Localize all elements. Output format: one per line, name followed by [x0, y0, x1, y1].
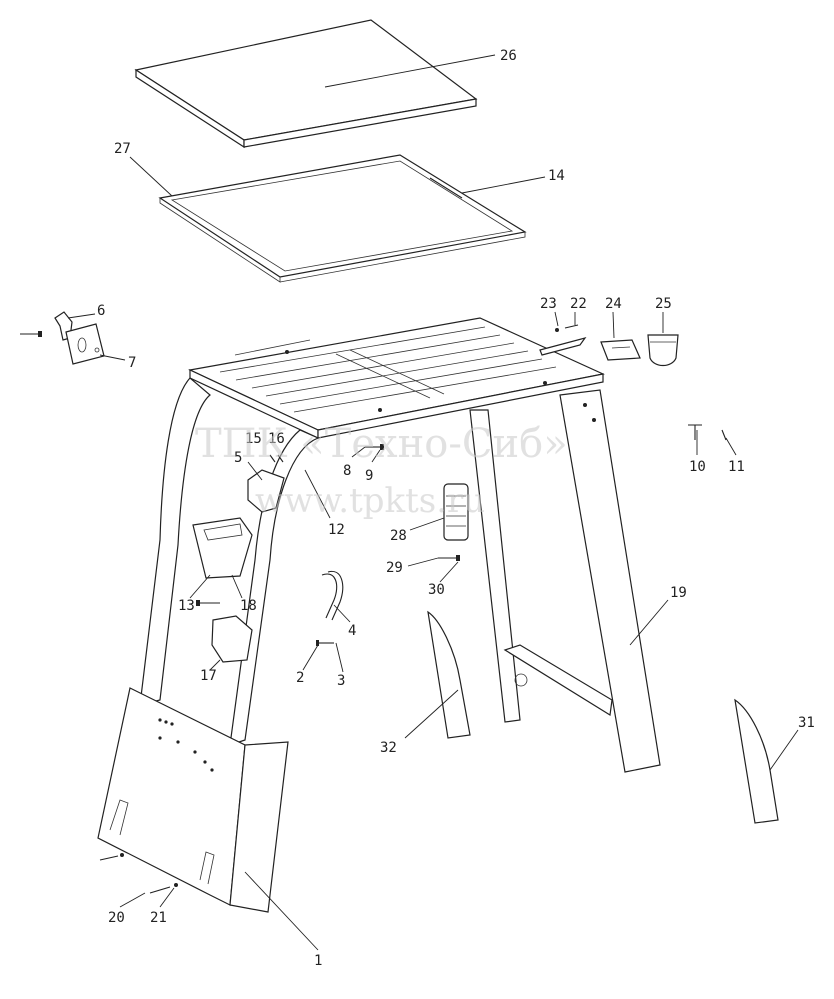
callout-1: 1 [314, 953, 322, 969]
callout-25: 25 [655, 296, 672, 312]
leader-lines [67, 54, 799, 951]
part-28-light [443, 483, 469, 541]
callout-3: 3 [337, 673, 345, 689]
callout-24: 24 [605, 296, 622, 312]
part-26-top-panel [134, 19, 478, 149]
part-7-plate [65, 323, 105, 365]
watermark: ТПК «Техно-Сиб» www.tpkts.ru [195, 421, 568, 521]
callout-26: 26 [500, 48, 517, 64]
part-17-housing [211, 615, 253, 663]
callout-27: 27 [114, 141, 131, 157]
callout-7: 7 [128, 355, 136, 371]
callout-6: 6 [97, 303, 105, 319]
callout-17: 17 [200, 668, 217, 684]
callout-13: 13 [178, 598, 195, 614]
part-27-frame [158, 154, 527, 283]
part-1-stand-frame [97, 317, 661, 913]
watermark-url: www.tpkts.ru [255, 481, 485, 521]
part-25-lamp [647, 334, 679, 367]
callout-8: 8 [343, 463, 351, 479]
callout-18: 18 [240, 598, 257, 614]
callout-4: 4 [348, 623, 356, 639]
callout-19: 19 [670, 585, 687, 601]
callout-5: 5 [234, 450, 242, 466]
callout-2: 2 [296, 670, 304, 686]
watermark-company: ТПК «Техно-Сиб» [195, 421, 568, 467]
callout-30: 30 [428, 582, 445, 598]
callout-12: 12 [328, 522, 345, 538]
bolt-left-top [20, 331, 42, 337]
callout-29: 29 [386, 560, 403, 576]
callout-32: 32 [380, 740, 397, 756]
fasteners [99, 324, 727, 894]
part-24-plate [600, 339, 641, 361]
callout-11: 11 [728, 459, 745, 475]
callout-28: 28 [390, 528, 407, 544]
callout-15: 15 [245, 431, 262, 447]
part-32-fender [427, 610, 471, 739]
callout-31: 31 [798, 715, 815, 731]
part-4-hose [321, 570, 344, 621]
callout-21: 21 [150, 910, 167, 926]
part-31-fender [734, 698, 779, 824]
part-5-bracket [247, 469, 285, 513]
callout-23: 23 [540, 296, 557, 312]
callout-22: 22 [570, 296, 587, 312]
callout-labels: 26 27 14 6 7 23 22 24 25 10 11 15 16 5 8… [97, 48, 815, 969]
callout-16: 16 [268, 431, 285, 447]
callout-14: 14 [548, 168, 565, 184]
callout-20: 20 [108, 910, 125, 926]
part-13-hopper [192, 517, 253, 579]
callout-9: 9 [365, 468, 373, 484]
callout-10: 10 [689, 459, 706, 475]
